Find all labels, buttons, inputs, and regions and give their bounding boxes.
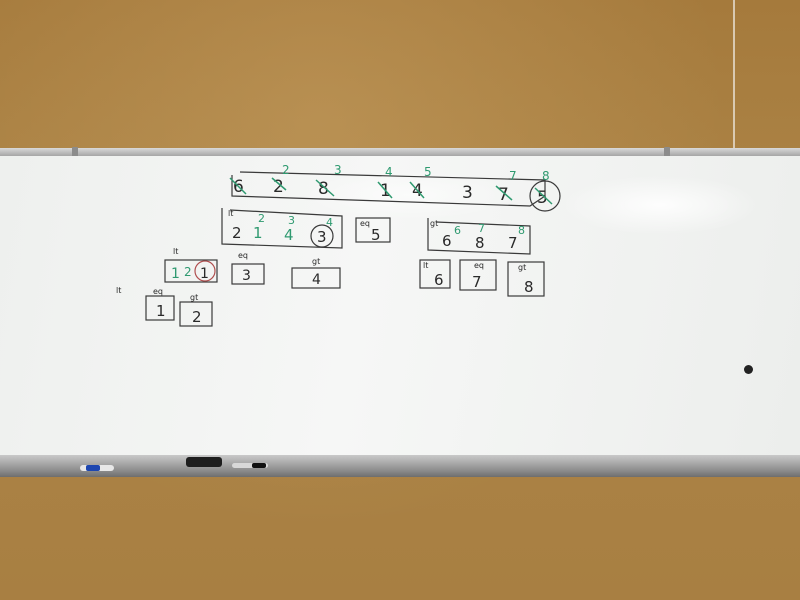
pivot-circle xyxy=(194,260,216,282)
pivot-circle xyxy=(529,180,561,212)
box-value: 3 xyxy=(242,268,251,284)
lt-box xyxy=(164,259,218,283)
lt-box xyxy=(419,259,451,289)
rail-clip xyxy=(664,147,670,159)
gt-box xyxy=(291,267,341,289)
eq-group-box xyxy=(355,217,391,243)
lt-group-box xyxy=(221,208,343,249)
array-value: 3 xyxy=(462,183,473,203)
eraser[interactable] xyxy=(186,457,222,467)
whiteboard-top-rail xyxy=(0,148,800,157)
eq-box xyxy=(145,295,175,321)
index-label: 3 xyxy=(334,163,342,177)
cable xyxy=(733,0,735,160)
group-label: lt xyxy=(228,209,233,218)
group-value: 5 xyxy=(371,226,381,244)
box-label: eq xyxy=(238,251,248,260)
group-value: 2 xyxy=(232,224,242,242)
group-value: 3 xyxy=(317,228,327,246)
group-value: 7 xyxy=(508,234,518,252)
group-mark: 7 xyxy=(478,222,485,235)
group-value: 1 xyxy=(253,224,263,242)
strike-marks xyxy=(229,177,553,205)
eq-box xyxy=(231,263,265,285)
box-value: 2 xyxy=(192,308,202,326)
light-glare xyxy=(560,175,760,235)
index-label: 4 xyxy=(385,165,393,179)
index-label: 5 xyxy=(424,165,432,179)
eq-box xyxy=(459,259,497,291)
rail-clip xyxy=(72,147,78,159)
box-value: 1 xyxy=(200,266,209,282)
box-label: eq xyxy=(153,287,163,296)
box-value: 7 xyxy=(472,273,482,291)
array-value: 7 xyxy=(498,185,509,205)
index-label: 7 xyxy=(509,169,517,183)
group-mark: 4 xyxy=(326,216,333,229)
magnet-pin xyxy=(744,365,753,374)
blue-marker[interactable] xyxy=(80,465,114,471)
pivot-circle xyxy=(310,224,334,248)
box-label: gt xyxy=(312,257,320,266)
box-value: 4 xyxy=(312,272,321,288)
array-value: 2 xyxy=(273,177,284,197)
group-mark: 3 xyxy=(288,214,295,227)
index-label: 2 xyxy=(282,163,290,177)
group-value: 8 xyxy=(475,234,485,252)
gt-box xyxy=(507,261,545,297)
box-label: gt xyxy=(190,293,198,302)
box-value: 8 xyxy=(524,278,534,296)
top-row-bracket xyxy=(231,171,546,207)
array-value: 5 xyxy=(537,188,548,208)
group-value: 6 xyxy=(442,232,452,250)
side-label: lt xyxy=(116,286,121,295)
group-label: eq xyxy=(360,219,370,228)
box-label: eq xyxy=(474,261,484,270)
box-value: 2 xyxy=(184,265,192,279)
box-value: 1 xyxy=(171,266,180,282)
group-mark: 2 xyxy=(258,212,265,225)
gt-box xyxy=(179,301,213,327)
box-value: 6 xyxy=(434,271,444,289)
box-value: 1 xyxy=(156,302,166,320)
box-label: gt xyxy=(518,263,526,272)
array-value: 8 xyxy=(318,179,329,199)
gt-group-box xyxy=(427,218,531,255)
group-mark: 6 xyxy=(454,224,461,237)
box-label: lt xyxy=(423,261,428,270)
index-label: 8 xyxy=(542,169,550,183)
black-marker[interactable] xyxy=(232,463,268,468)
group-value: 4 xyxy=(284,226,294,244)
group-label: gt xyxy=(430,219,438,228)
group-mark: 8 xyxy=(518,224,525,237)
box-label: lt xyxy=(173,247,178,256)
